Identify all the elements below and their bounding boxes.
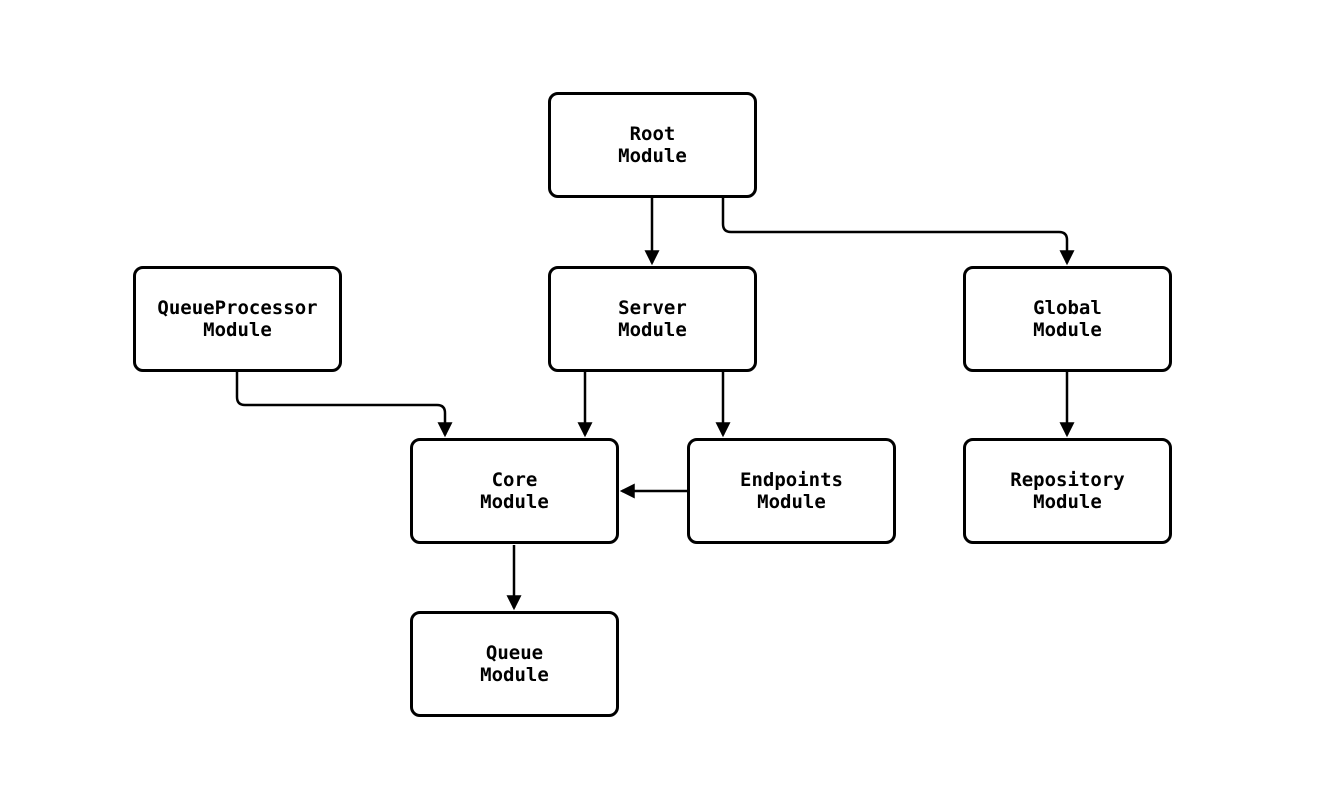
edge-root-to-global bbox=[721, 198, 1075, 266]
node-queueprocessor-module: QueueProcessor Module bbox=[133, 266, 342, 372]
node-repository-module-label: Repository Module bbox=[1010, 469, 1125, 513]
node-endpoints-module-label: Endpoints Module bbox=[740, 469, 843, 513]
node-core-module: Core Module bbox=[410, 438, 619, 544]
node-queue-module: Queue Module bbox=[410, 611, 619, 717]
edge-queueprocessor-to-core bbox=[235, 372, 453, 438]
node-repository-module: Repository Module bbox=[963, 438, 1172, 544]
node-core-module-label: Core Module bbox=[480, 469, 549, 513]
node-global-module-label: Global Module bbox=[1033, 297, 1102, 341]
node-root-module: Root Module bbox=[548, 92, 757, 198]
node-server-module: Server Module bbox=[548, 266, 757, 372]
node-global-module: Global Module bbox=[963, 266, 1172, 372]
node-root-module-label: Root Module bbox=[618, 123, 687, 167]
node-server-module-label: Server Module bbox=[618, 297, 687, 341]
node-queueprocessor-module-label: QueueProcessor Module bbox=[157, 297, 318, 341]
node-endpoints-module: Endpoints Module bbox=[687, 438, 896, 544]
node-queue-module-label: Queue Module bbox=[480, 642, 549, 686]
